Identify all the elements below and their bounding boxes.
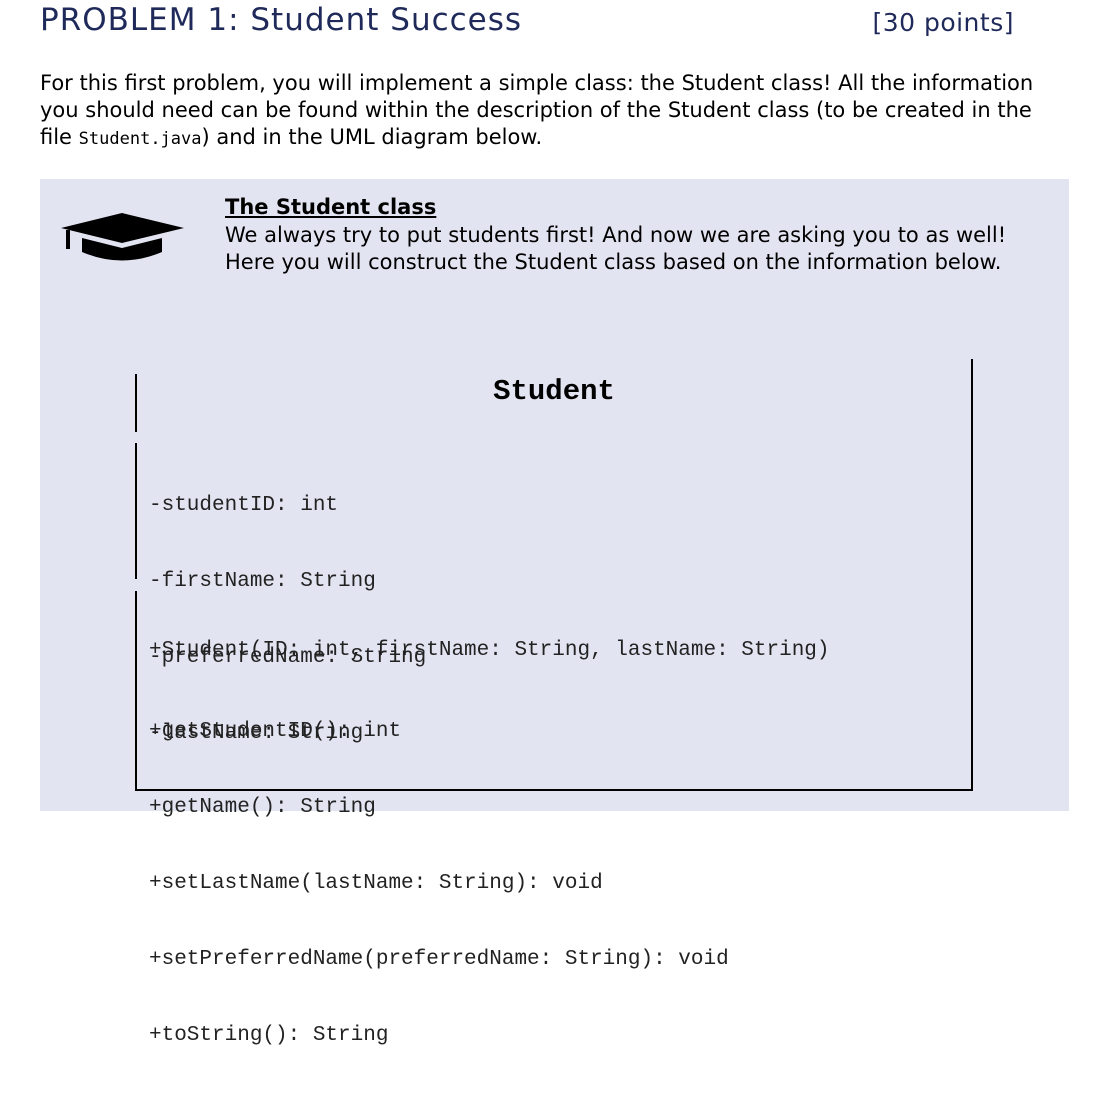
- uml-attribute: -lastName: String: [149, 722, 364, 745]
- uml-operation-list: +Student(ID: int, firstName: String, las…: [149, 590, 830, 1097]
- problem-title: PROBLEM 1: Student Success: [40, 2, 523, 38]
- uml-operation: +getStudentID(): int: [149, 720, 402, 743]
- class-description: We always try to put students first! And…: [225, 223, 1007, 274]
- uml-right-border: [971, 359, 973, 791]
- intro-paragraph: For this first problem, you will impleme…: [40, 70, 1060, 153]
- uml-operation: +toString(): String: [149, 1024, 389, 1047]
- uml-attribute: -firstName: String: [149, 570, 376, 593]
- intro-text-before: For this first problem, you will impleme…: [40, 71, 1034, 149]
- uml-attribute-list: -studentID: int -firstName: String -pref…: [149, 445, 426, 795]
- intro-filename: Student.java: [78, 129, 202, 149]
- uml-left-border-middle: [135, 443, 137, 579]
- uml-operation: +setPreferredName(preferredName: String)…: [149, 948, 729, 971]
- intro-text-after: ) and in the UML diagram below.: [201, 125, 543, 149]
- uml-diagram: Student -studentID: int -firstName: Stri…: [135, 179, 973, 1047]
- graduation-cap-icon: [61, 213, 184, 261]
- uml-left-border-bottom: [135, 591, 137, 791]
- uml-left-border-top: [135, 374, 137, 432]
- class-description-panel: The Student class We always try to put s…: [40, 179, 1069, 1047]
- uml-operation: +Student(ID: int, firstName: String, las…: [149, 639, 830, 662]
- uml-bottom-border: [135, 789, 973, 791]
- uml-attribute: -studentID: int: [149, 494, 339, 517]
- class-heading: The Student class: [225, 195, 437, 219]
- uml-attribute: -preferredName: String: [149, 646, 427, 669]
- uml-operation: +setLastName(lastName: String): void: [149, 872, 603, 895]
- uml-operation: +getName(): String: [149, 796, 376, 819]
- points-label: [30 points]: [872, 8, 1014, 37]
- uml-class-name: Student: [493, 375, 615, 408]
